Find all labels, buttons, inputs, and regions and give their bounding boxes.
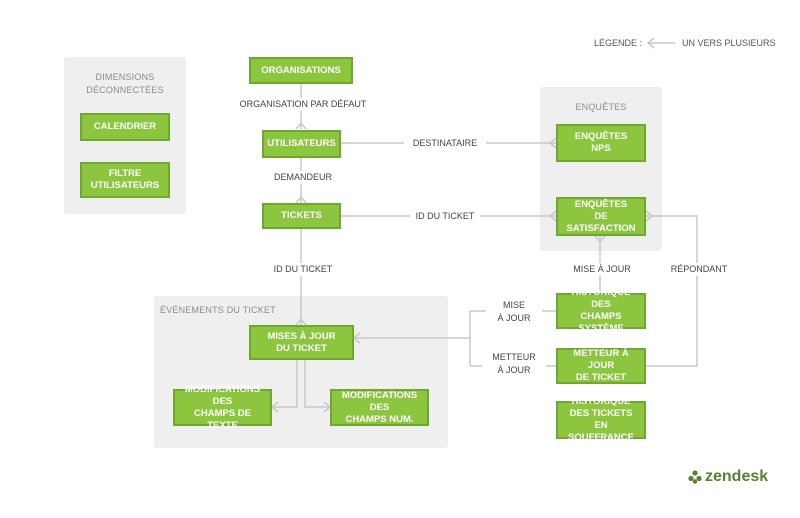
node-system-field-history[interactable]: HISTORIQUE DES CHAMPS SYSTÈME [556,287,646,334]
legend-text: UN VERS PLUSIEURS [682,38,776,48]
crowfoot-satisfaction-right [645,210,654,222]
legend-title: LÉGENDE : [594,38,643,48]
legend-crowfoot [646,37,655,49]
edge-label-update: MISE À JOUR [567,263,637,276]
edge-updates-numfields [304,360,330,408]
zendesk-logo: zendesk [688,468,768,486]
crowfoot-updates-top [295,317,307,326]
node-users[interactable]: UTILISATEURS [262,130,341,158]
node-ticket-updates[interactable]: MISES À JOUR DU TICKET [249,325,354,360]
crowfoot-users-top [295,121,307,130]
crowfoot-satisfaction-left [548,210,557,222]
node-text-field-changes[interactable]: MODIFICATIONS DES CHAMPS DE TEXTE [173,384,272,431]
edge-label-recipient: DESTINATAIRE [404,137,486,150]
zendesk-logo-icon [688,470,702,484]
edge-label-updater-split: METTEUR À JOUR [482,351,546,377]
edge-label-requester: DEMANDEUR [266,171,340,184]
edge-label-default-org: ORGANISATION PAR DÉFAUT [236,98,370,111]
edge-label-ticket-id-mid: ID DU TICKET [266,263,340,276]
crowfoot-nps [548,137,557,149]
edge-satisfaction-updater [646,215,698,367]
node-calendar[interactable]: CALENDRIER [80,113,170,141]
node-satisfaction-surveys[interactable]: ENQUÊTES DE SATISFACTION [556,197,646,236]
edge-label-update-split: MISE À JOUR [486,299,542,325]
edge-label-respondent: RÉPONDANT [664,263,734,276]
crowfoot-textfields [270,401,279,413]
node-user-filter[interactable]: FILTRE UTILISATEURS [80,162,170,198]
node-backlog-history[interactable]: HISTORIQUE DES TICKETS EN SOUFFRANCE [556,396,646,443]
ticket-events-group-title: ÉVÉNEMENTS DU TICKET [160,305,276,315]
node-tickets[interactable]: TICKETS [262,203,341,229]
node-nps-surveys[interactable]: ENQUÊTES NPS [556,124,646,162]
node-ticket-updater[interactable]: METTEUR À JOUR DE TICKET [556,348,646,384]
crowfoot-tickets-top [295,195,307,204]
crowfoot-updates-right [352,332,361,344]
node-organisations[interactable]: ORGANISATIONS [249,57,353,84]
crowfoot-satisfaction-bottom [594,235,606,244]
node-numeric-field-changes[interactable]: MODIFICATIONS DES CHAMPS NUM. [330,389,429,426]
edge-updates-textfields [272,360,298,408]
zendesk-wordmark: zendesk [705,468,769,485]
surveys-group-title: ENQUÊTES [575,102,627,112]
edge-label-ticket-id-top: ID DU TICKET [410,210,480,223]
disconnected-dimensions-title: DIMENSIONS DÉCONNECTÉES [86,72,164,95]
